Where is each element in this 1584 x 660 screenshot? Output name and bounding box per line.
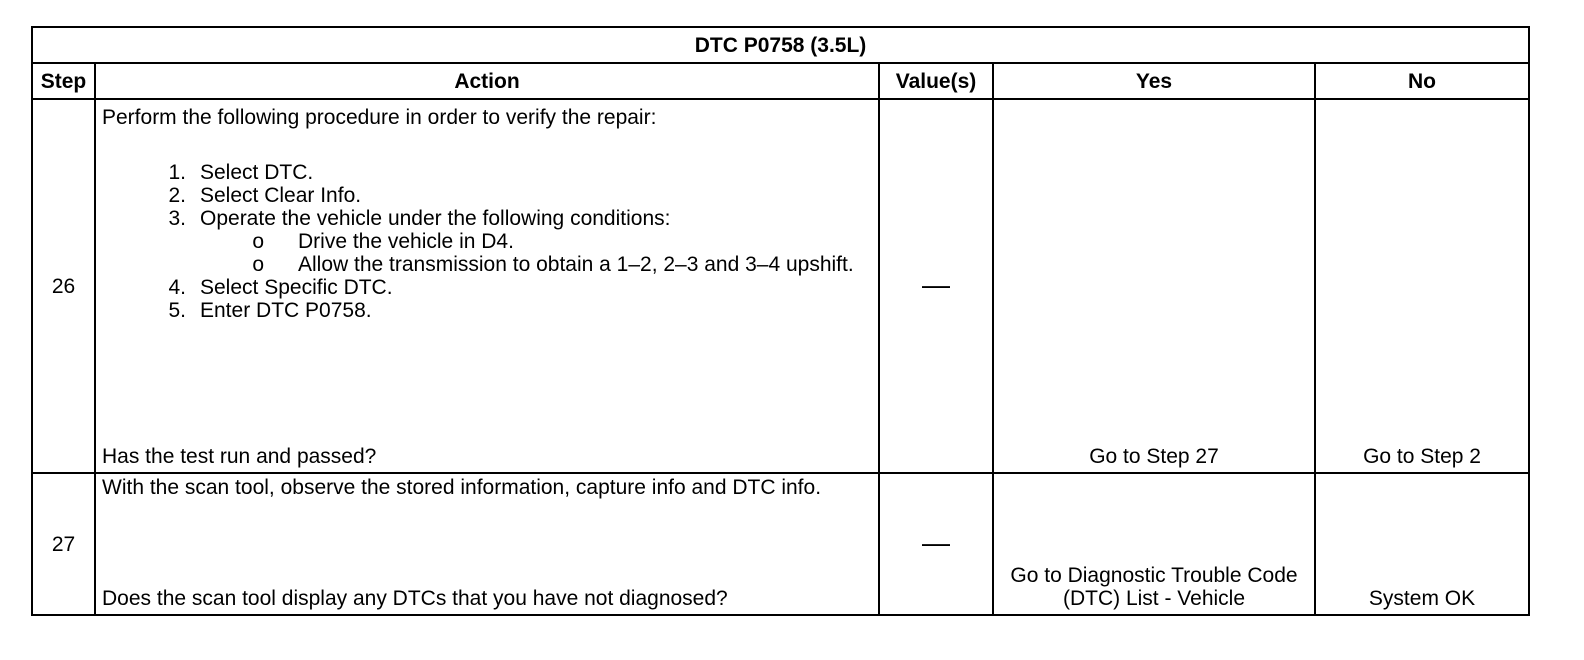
- yes-cell: Go to Diagnostic Trouble Code (DTC) List…: [992, 472, 1316, 616]
- table-header-row: Step Action Value(s) Yes No: [31, 62, 1531, 100]
- step-number: 27: [31, 472, 96, 616]
- no-cell: System OK: [1313, 472, 1531, 616]
- yes-cell: Go to Step 27: [992, 98, 1316, 474]
- list-item: 5. Enter DTC P0758.: [168, 299, 372, 322]
- procedure-list-continued: 4. Select Specific DTC. 5. Enter DTC P07…: [102, 276, 870, 322]
- action-cell: With the scan tool, observe the stored i…: [94, 472, 880, 616]
- action-intro: Perform the following procedure in order…: [102, 106, 657, 129]
- header-no: No: [1313, 62, 1531, 100]
- value-dash: —: [922, 527, 950, 558]
- list-item: 4. Select Specific DTC.: [168, 276, 393, 299]
- table-title-row: DTC P0758 (3.5L): [30, 26, 1531, 64]
- value-dash: —: [922, 269, 950, 300]
- procedure-list: 1. Select DTC. 2. Select Clear Info. 3. …: [102, 161, 870, 230]
- condition-list: o Drive the vehicle in D4. o Allow the t…: [102, 230, 870, 276]
- value-cell: —: [878, 472, 994, 616]
- list-item: 1. Select DTC.: [168, 161, 314, 184]
- table-row-step-27: 27 With the scan tool, observe the store…: [31, 472, 1531, 616]
- table-row-step-26: 26 Perform the following procedure in or…: [31, 98, 1531, 474]
- table-title: DTC P0758 (3.5L): [30, 26, 1531, 64]
- action-question: Does the scan tool display any DTCs that…: [102, 587, 728, 610]
- header-yes: Yes: [992, 62, 1316, 100]
- action-question: Has the test run and passed?: [102, 445, 377, 468]
- step-number: 26: [31, 98, 96, 474]
- header-step: Step: [31, 62, 96, 100]
- action-intro: With the scan tool, observe the stored i…: [102, 476, 822, 499]
- value-cell: —: [878, 98, 994, 474]
- list-item: o Allow the transmission to obtain a 1–2…: [252, 253, 854, 276]
- no-cell: Go to Step 2: [1313, 98, 1531, 474]
- list-item: 2. Select Clear Info.: [168, 184, 362, 207]
- dtc-procedure-table: DTC P0758 (3.5L) Step Action Value(s) Ye…: [30, 26, 1531, 616]
- list-item: 3. Operate the vehicle under the followi…: [168, 207, 671, 230]
- header-values: Value(s): [878, 62, 994, 100]
- header-action: Action: [94, 62, 880, 100]
- action-cell: Perform the following procedure in order…: [94, 98, 880, 474]
- list-item: o Drive the vehicle in D4.: [252, 230, 514, 253]
